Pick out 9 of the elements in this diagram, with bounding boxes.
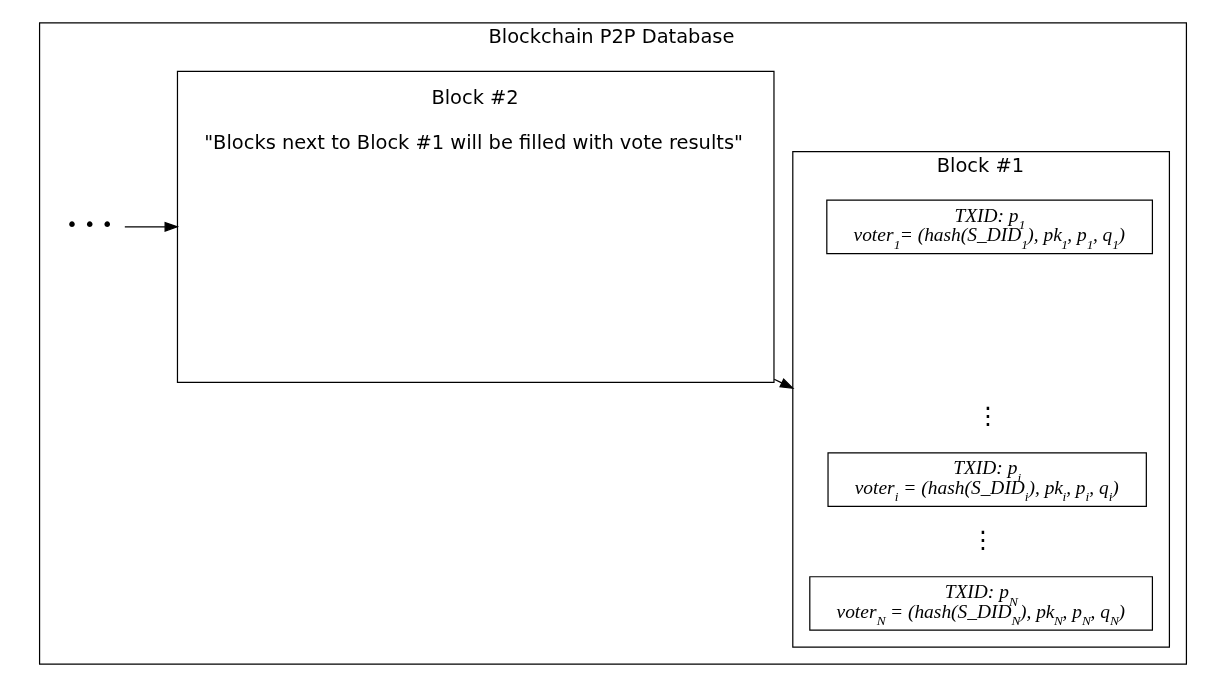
label: ⋮ bbox=[975, 400, 1000, 430]
node-box: TXID: p$_{N}$ voter$_{N}$ = (hash(S_DID$_{N}$), pk$_{N}$, p$_{N}$, q$_{N}$) bbox=[808, 576, 1153, 631]
label: ⋮ bbox=[970, 524, 995, 554]
arrow bbox=[123, 221, 179, 232]
node-box: Block #2 "Blocks next to Block #1 will be filled with vote results" bbox=[176, 70, 775, 383]
arrow bbox=[773, 378, 794, 390]
node-box: TXID: p$_{1}$ voter$_{1}$= (hash(S_DID$_{1}$), pk$_{1}$, p$_{1}$, q$_{1}$) bbox=[825, 199, 1153, 255]
node-box: TXID: p$_{i}$ voter$_{i}$ = (hash(S_DID$_{i}$), pk$_{i}$, p$_{i}$, q$_{i}$) bbox=[826, 452, 1147, 507]
node-text: • • • bbox=[65, 213, 113, 237]
